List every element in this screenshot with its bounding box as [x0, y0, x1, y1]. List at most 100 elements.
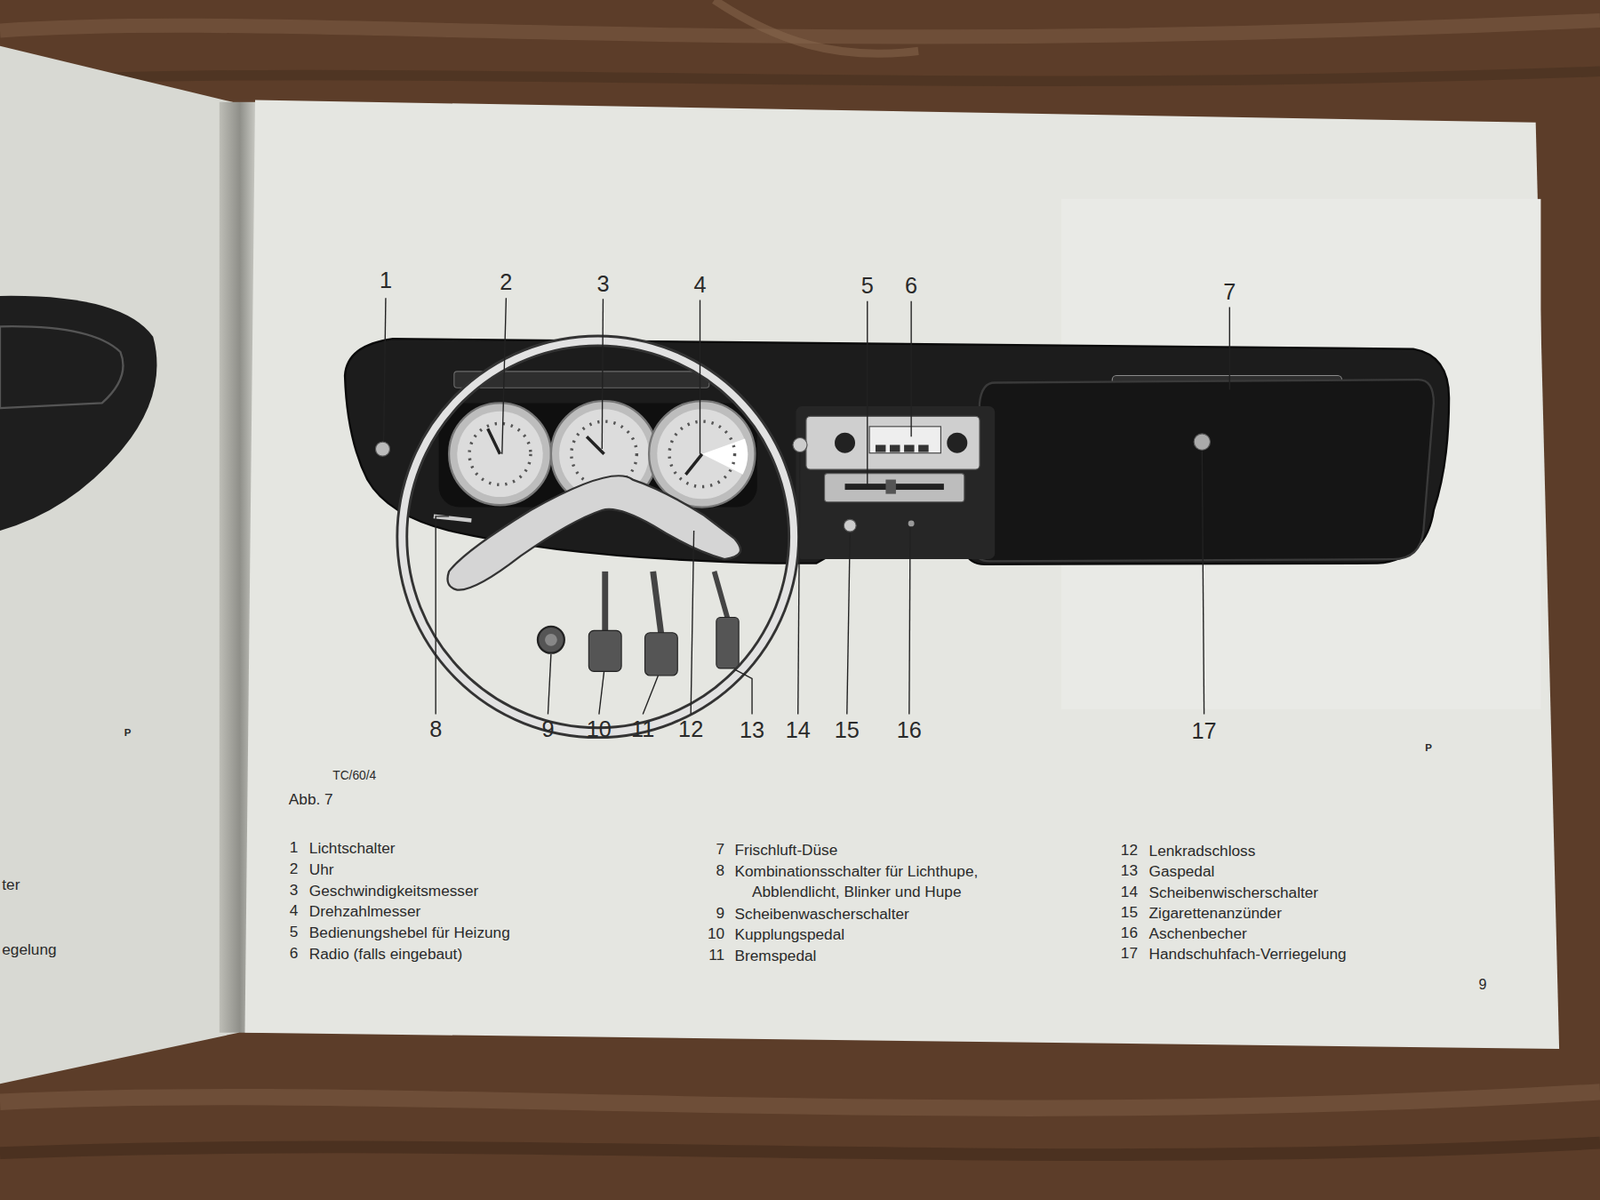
legend-text: Uhr: [309, 859, 335, 880]
leader-lines-part: [847, 532, 850, 714]
legend-number: 1: [289, 837, 299, 856]
callout-number: 9: [541, 716, 554, 744]
legend-text: Geschwindigkeitsmesser: [309, 880, 479, 902]
gauges-part: [685, 454, 702, 475]
legend-number: 17: [1120, 944, 1138, 963]
leader-lines-part: [735, 669, 753, 715]
radio-and-controls-part: [885, 480, 896, 495]
pedals-part: [544, 633, 558, 647]
legend-text: Kombinationsschalter für Lichthupe, Abbl…: [735, 861, 1059, 903]
gauges-part: [488, 428, 501, 455]
right-page-part: [245, 100, 1560, 1050]
callout-number: 6: [904, 272, 918, 300]
legend-number: 12: [1120, 840, 1138, 860]
radio-and-controls-part: [946, 432, 968, 454]
radio-and-controls-part: [806, 416, 980, 470]
legend-number: 2: [289, 859, 299, 879]
legend-number: 11: [708, 945, 725, 965]
radio-and-controls-part: [1193, 433, 1210, 450]
print-mark: P: [124, 726, 132, 739]
wood-table-part: [0, 1091, 1600, 1108]
cut-off-text: egelung: [1, 940, 56, 960]
callout-number: 8: [429, 716, 442, 744]
leader-lines-part: [435, 516, 449, 715]
legend-text: Radio (falls eingebaut): [309, 944, 463, 965]
gauges-part: [669, 421, 735, 487]
legend-text: Zigarettenanzünder: [1149, 903, 1282, 924]
legend-text: Drehzahlmesser: [309, 901, 421, 922]
leader-lines-part: [909, 527, 911, 714]
legend-number: 16: [1120, 923, 1138, 943]
leader-lines: [384, 297, 1231, 714]
leader-lines-part: [910, 301, 912, 438]
legend-number: 15: [1120, 903, 1138, 922]
figure-caption: Abb. 7: [288, 790, 334, 809]
legend-text: Lichtschalter: [309, 837, 396, 858]
leader-lines-part: [599, 671, 605, 714]
figure-code: TC/60/4: [332, 768, 376, 784]
callout-number: 14: [785, 717, 811, 744]
callout-number: 15: [834, 717, 860, 744]
legend-number: 9: [715, 904, 725, 923]
radio-and-controls-part: [908, 520, 915, 527]
legend-text: Lenkradschloss: [1149, 840, 1256, 862]
legend-text: Handschuhfach-Verriegelung: [1149, 944, 1347, 965]
legend-text: Frischluft-Düse: [735, 840, 839, 861]
legend-number: 4: [289, 901, 299, 920]
wood-table-part: [0, 20, 1600, 37]
dashboard-part: [974, 379, 1434, 561]
gauges-part: [469, 423, 531, 485]
radio-and-controls-part: [918, 445, 928, 453]
wood-table-part: [0, 71, 1600, 81]
callout-number: 17: [1192, 718, 1217, 745]
radio-and-controls-part: [375, 441, 390, 456]
legend-text: Gaspedal: [1149, 861, 1216, 882]
radio-and-controls-part: [875, 445, 886, 453]
legend-number: 7: [715, 840, 725, 859]
leader-lines-part: [601, 298, 603, 449]
steering-wheel-part: [401, 340, 794, 733]
callout-number: 12: [678, 716, 704, 744]
steering-wheel: [401, 340, 794, 733]
callout-number: 1: [379, 267, 392, 295]
legend-number: 8: [715, 861, 725, 880]
radio-and-controls-part: [889, 445, 900, 453]
radio-and-controls-part: [824, 473, 965, 503]
callout-number: 3: [596, 271, 609, 298]
callout-number: 11: [631, 716, 655, 744]
legend-text: Aschenbecher: [1149, 923, 1248, 944]
steering-wheel-part: [401, 340, 794, 733]
wood-table-part: [0, 1143, 1600, 1155]
legend-text: Scheibenwascherschalter: [735, 904, 910, 925]
legend-text: Kupplungspedal: [735, 924, 846, 945]
left-page-part: [0, 296, 157, 531]
pedals-part: [653, 571, 662, 635]
gauges-part: [456, 411, 543, 497]
legend-text: Scheibenwischerschalter: [1149, 882, 1319, 904]
legend-number: 10: [707, 924, 725, 944]
callout-number: 16: [896, 717, 922, 744]
gauges-part: [448, 402, 552, 505]
leader-lines-part: [798, 453, 800, 715]
legend-number: 14: [1120, 882, 1138, 902]
pedals-part: [714, 571, 728, 619]
callout-number: 2: [499, 269, 512, 296]
callout-number: 5: [861, 272, 874, 300]
leader-lines-part: [384, 297, 386, 441]
pedals-part: [645, 632, 679, 676]
leader-lines-part: [502, 297, 507, 455]
leader-lines-part: [1201, 450, 1204, 714]
legend-number: 3: [289, 880, 299, 900]
dashboard-part: [795, 406, 995, 560]
radio-and-controls-part: [869, 426, 941, 454]
radio-and-controls-part: [904, 445, 914, 453]
cut-off-text: ter: [1, 875, 20, 895]
gauges-part: [648, 400, 755, 507]
radio-and-controls-part: [834, 432, 856, 454]
legend-text: Bedienungshebel für Heizung: [309, 922, 511, 944]
leader-lines-part: [547, 654, 551, 715]
leader-lines-part: [866, 301, 868, 487]
